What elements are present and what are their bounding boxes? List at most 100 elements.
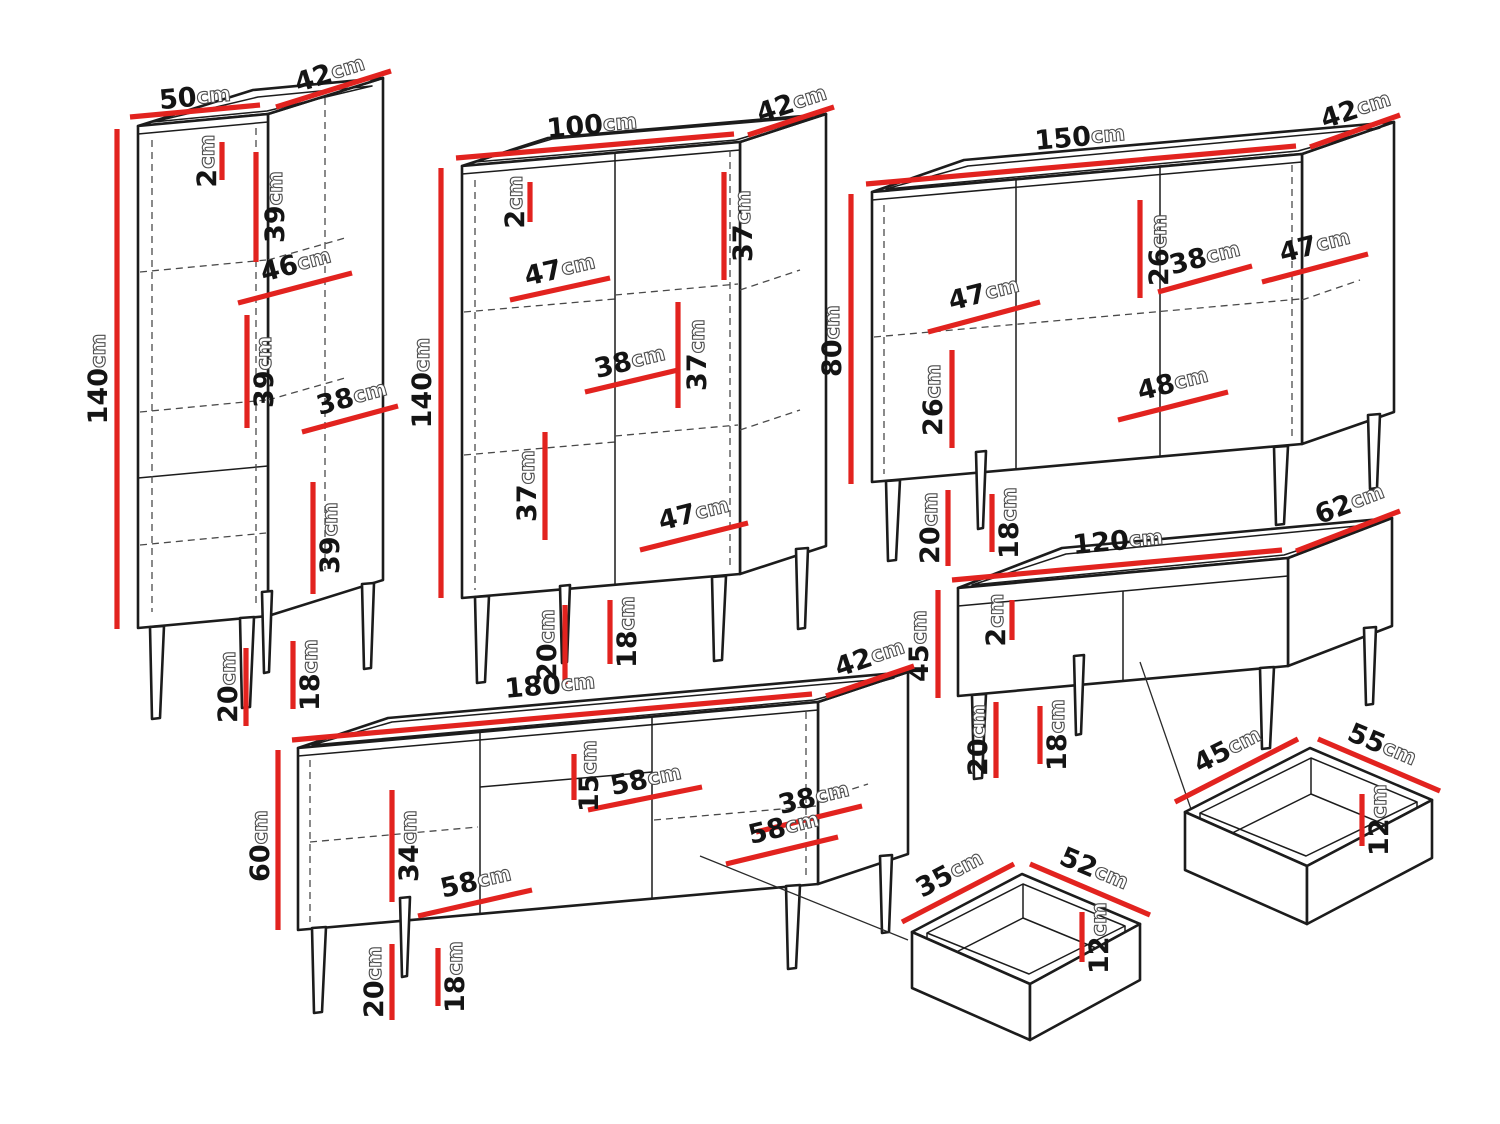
sideboard-drawing: 150cm 42cm 80cm 26cm 38cm 47cm 47cm 26cm…	[817, 86, 1401, 566]
top-panel-edge	[137, 121, 269, 135]
leg	[970, 692, 988, 781]
hidden-edge	[139, 399, 267, 413]
leader-line	[1139, 661, 1193, 813]
dimension-line	[865, 143, 1297, 187]
hidden-edge	[463, 441, 616, 456]
dim-label-width: 150cm	[1033, 118, 1126, 157]
dimension-line	[927, 299, 1041, 335]
drawer-front-right-wall	[1305, 798, 1434, 926]
dim-label-height: 60cm	[245, 810, 276, 882]
leg	[1362, 625, 1378, 707]
dim-label-gap-middle-right: 37cm	[682, 319, 713, 391]
hidden-edge	[614, 424, 739, 437]
dimension-line	[747, 104, 835, 138]
dimension-line	[951, 547, 1283, 583]
dim-label-height: 12cm	[1084, 902, 1115, 974]
top-rim	[971, 523, 1379, 586]
dim-label-top-thickness: 2cm	[500, 175, 531, 228]
dim-label-height: 140cm	[407, 338, 438, 429]
front-face	[460, 140, 742, 600]
side-face	[816, 670, 910, 886]
hidden-edge	[267, 377, 346, 401]
top-rim	[311, 677, 895, 746]
dimension-line	[291, 691, 813, 743]
dimension-line	[1261, 251, 1369, 285]
leg	[1258, 665, 1276, 751]
top-rim	[152, 85, 373, 123]
dimension-line	[275, 68, 392, 110]
dim-label-top-thickness: 2cm	[192, 134, 223, 187]
leg	[360, 581, 376, 671]
hidden-edge	[653, 805, 817, 821]
dim-label-width: 50cm	[158, 78, 232, 116]
highboard-drawing: 100cm 42cm 2cm 140cm 37cm 47cm 37cm 38cm…	[407, 80, 835, 685]
dim-label-height: 12cm	[1364, 784, 1395, 856]
dim-label-niche-height: 15cm	[574, 740, 605, 812]
hidden-edge	[139, 259, 267, 273]
dim-label-door-inner-height: 34cm	[394, 810, 425, 882]
dim-label-leg-height: 20cm	[213, 651, 244, 723]
leg	[1366, 412, 1382, 491]
side-face	[738, 112, 828, 576]
hidden-edge	[267, 237, 346, 261]
leg	[884, 478, 902, 563]
dimension-line	[417, 887, 533, 919]
dimension-line	[301, 403, 399, 435]
top-panel-edge	[297, 709, 819, 757]
dimension-line	[825, 663, 915, 699]
hidden-edge	[1301, 279, 1361, 301]
coffee-table-drawing: 120cm 62cm 45cm 2cm 18cm 20cm	[904, 478, 1401, 813]
dim-label-gap-upper-mid: 26cm	[1144, 214, 1175, 286]
dim-label-shelf-gap-middle: 39cm	[249, 336, 280, 408]
hidden-edge	[139, 532, 267, 546]
leg	[710, 574, 728, 663]
dim-label-shelf-gap-bottom: 39cm	[315, 502, 346, 574]
dimension-line	[725, 834, 839, 867]
dimension-line	[1309, 112, 1401, 150]
top-rim	[474, 116, 814, 163]
dimension-line	[1316, 736, 1442, 794]
dim-label-width: 100cm	[545, 106, 638, 145]
hidden-edge	[614, 283, 739, 296]
dimension-line	[587, 784, 703, 813]
dim-label-height: 45cm	[904, 610, 935, 682]
dim-label-gap-lower-left: 37cm	[512, 450, 543, 522]
dimension-line	[129, 102, 261, 120]
dimension-line	[1028, 861, 1152, 918]
dimension-line	[639, 520, 749, 553]
leg	[794, 546, 810, 631]
leg	[398, 895, 412, 979]
leg	[878, 853, 894, 935]
top-rim	[885, 127, 1381, 190]
dimension-line	[755, 803, 863, 835]
leg	[1072, 653, 1086, 737]
hidden-edge	[739, 269, 801, 291]
leader-line	[699, 855, 909, 941]
dim-label-clearance: 18cm	[440, 941, 471, 1013]
dim-label-width: 120cm	[1071, 521, 1164, 560]
dim-label-inner-width-bottom: 47cm	[655, 489, 732, 536]
dim-label-height: 140cm	[83, 334, 114, 425]
dim-label-width: 180cm	[503, 666, 596, 705]
dimension-line	[1117, 389, 1229, 423]
dim-label-leg-height: 20cm	[532, 609, 563, 681]
hidden-edge	[739, 409, 801, 431]
dimension-line	[1295, 508, 1401, 554]
dim-label-leg-height: 20cm	[359, 946, 390, 1018]
dim-label-shelf-gap-top: 39cm	[260, 171, 291, 243]
door-split	[137, 465, 269, 479]
leg	[148, 624, 166, 721]
leg	[1272, 444, 1290, 527]
leg	[260, 589, 274, 675]
dim-label-gap-lower-left: 26cm	[918, 364, 949, 436]
small-drawer-drawing: 35cm 52cm 12cm	[900, 841, 1152, 1042]
dim-label-clearance: 18cm	[295, 639, 326, 711]
hidden-edge	[817, 783, 869, 801]
tall-cabinet-drawing: 50cm 42cm 2cm 39cm 46cm 39cm 38cm 39cm 1…	[83, 50, 399, 726]
leg	[473, 594, 491, 685]
large-drawer-drawing: 45cm 55cm 12cm	[1173, 717, 1442, 926]
dimension-line	[900, 861, 1016, 925]
drawer-front-right-wall	[1028, 922, 1142, 1042]
top-panel-edge	[461, 149, 741, 175]
